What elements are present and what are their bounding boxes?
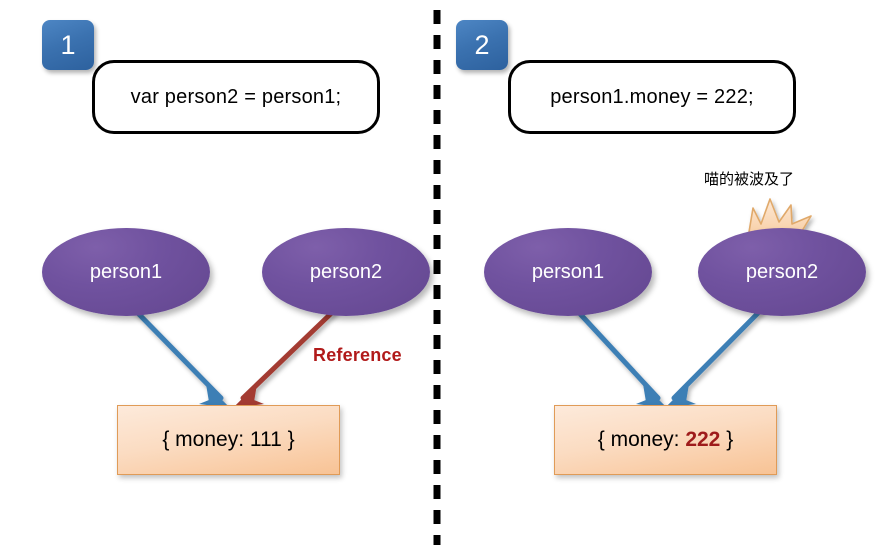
object-prefix: { money: (597, 428, 686, 451)
arrow-person1-to-object-panel1 (125, 300, 230, 414)
variable-label: person2 (309, 260, 383, 283)
variable-label: person2 (745, 260, 819, 283)
object-value: 222 (685, 428, 721, 451)
arrow-person2-to-object-panel2 (665, 300, 771, 414)
arrow-person1-to-object-panel2 (567, 300, 667, 414)
object-suffix: } (720, 428, 734, 451)
object-node-panel2: { money: 222 } (554, 405, 777, 475)
burst-caption-text: 喵的被波及了 (704, 170, 795, 188)
variable-node-person2-panel2: person2 (698, 228, 866, 316)
variable-node-person1-panel1: person1 (42, 228, 210, 316)
object-suffix: } (281, 428, 295, 451)
code-statement-panel-2: person1.money = 222; (508, 60, 796, 134)
object-node-panel1: { money: 111 } (117, 405, 340, 475)
panel-badge-2: 2 (456, 20, 508, 70)
object-value: 111 (249, 428, 282, 451)
object-prefix: { money: (162, 428, 250, 451)
variable-label: person1 (89, 260, 163, 283)
variable-node-person1-panel2: person1 (484, 228, 652, 316)
variable-node-person2-panel1: person2 (262, 228, 430, 316)
code-statement-panel-1: var person2 = person1; (92, 60, 380, 134)
panel-badge-1: 1 (42, 20, 94, 70)
variable-label: person1 (531, 260, 605, 283)
reference-annotation-label: Reference (313, 345, 402, 365)
